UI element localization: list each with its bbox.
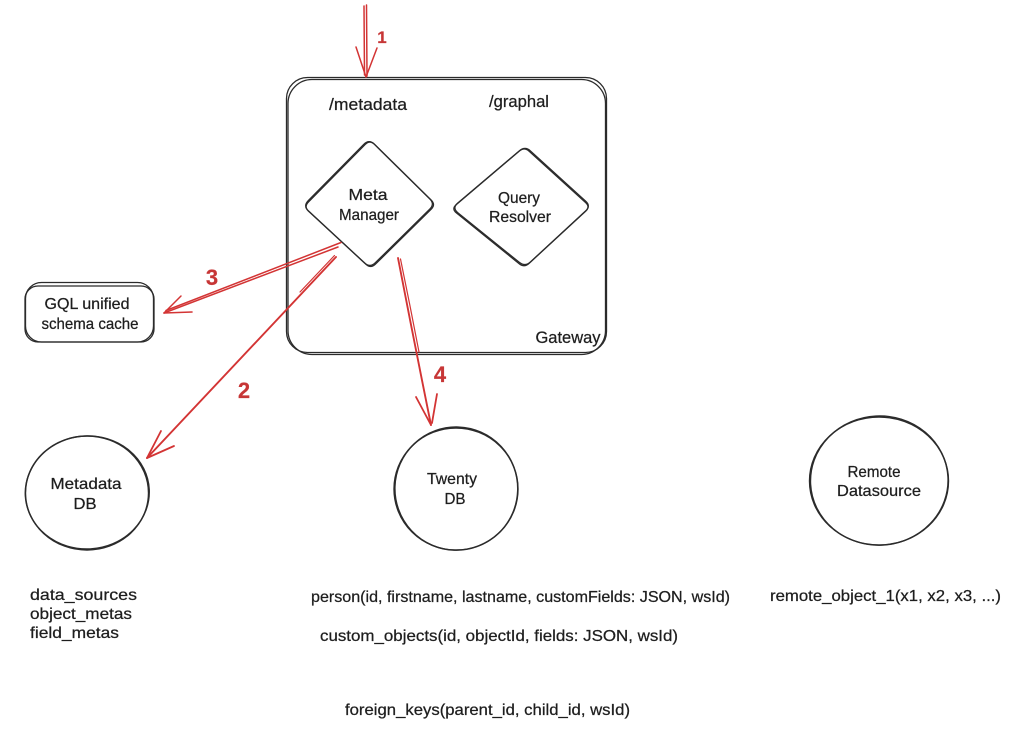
svg-text:data_sources: data_sources [30, 587, 137, 604]
svg-text:field_metas: field_metas [30, 625, 119, 642]
svg-text:/metadata: /metadata [329, 95, 408, 114]
svg-text:DB: DB [445, 491, 466, 508]
svg-text:4: 4 [434, 362, 447, 387]
svg-text:1: 1 [377, 28, 386, 47]
svg-text:/graphal: /graphal [489, 92, 549, 111]
svg-text:schema cache: schema cache [42, 316, 139, 333]
svg-text:GQL unified: GQL unified [45, 296, 130, 313]
svg-text:Remote: Remote [848, 464, 901, 481]
svg-text:2: 2 [238, 378, 250, 403]
svg-text:custom_objects(id, objectId, f: custom_objects(id, objectId, fields: JSO… [320, 628, 678, 645]
svg-text:Manager: Manager [339, 207, 400, 224]
svg-text:Resolver: Resolver [489, 209, 552, 226]
svg-text:DB: DB [74, 496, 97, 513]
svg-text:Gateway: Gateway [536, 328, 601, 347]
svg-text:Query: Query [498, 190, 540, 207]
svg-text:Meta: Meta [349, 187, 388, 204]
svg-text:person(id, firstname, lastname: person(id, firstname, lastname, customFi… [311, 589, 730, 606]
svg-text:Datasource: Datasource [837, 483, 921, 500]
svg-text:3: 3 [206, 265, 218, 290]
svg-text:Metadata: Metadata [51, 476, 122, 493]
svg-text:Twenty: Twenty [427, 471, 477, 488]
svg-text:foreign_keys(parent_id, child_: foreign_keys(parent_id, child_id, wsId) [345, 702, 630, 719]
svg-text:remote_object_1(x1, x2, x3, ..: remote_object_1(x1, x2, x3, ...) [770, 588, 1001, 605]
svg-text:object_metas: object_metas [30, 606, 132, 623]
